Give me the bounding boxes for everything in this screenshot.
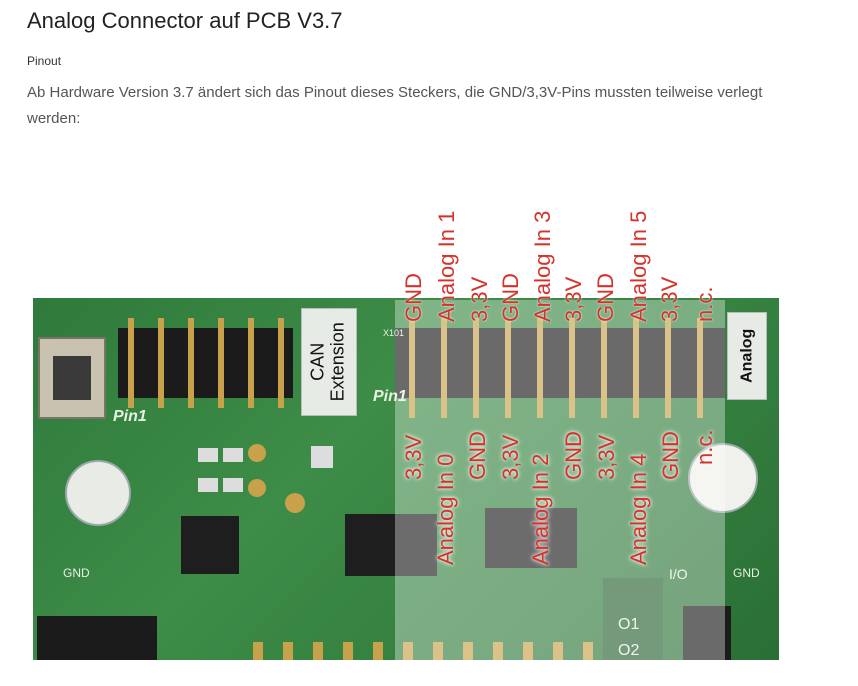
top-pin-4: GND — [498, 273, 523, 322]
bottom-pin-5: Analog In 2 — [528, 453, 553, 565]
section-label: Pinout — [27, 54, 62, 68]
pcb-photo: CAN Extension Analog Pin1 Pin1 X101 GND … — [33, 298, 779, 660]
top-pin-1: GND — [401, 273, 426, 322]
page-title: Analog Connector auf PCB V3.7 — [27, 8, 343, 33]
io-silk: I/O — [669, 566, 688, 582]
top-pin-9: 3,3V — [657, 276, 682, 322]
can-label-line2: Extension — [328, 322, 348, 402]
description-paragraph: Ab Hardware Version 3.7 ändert sich das … — [27, 84, 763, 127]
analog-label-text: Analog — [738, 328, 756, 384]
top-pin-8: Analog In 5 — [626, 210, 651, 322]
top-pin-7: GND — [593, 273, 618, 322]
o2-silk: O2 — [618, 642, 640, 659]
can-label-line1: CAN — [308, 343, 329, 382]
gnd-left-silk: GND — [63, 566, 90, 580]
bottom-pin-7: 3,3V — [594, 434, 619, 480]
bottom-pin-8: Analog In 4 — [626, 453, 651, 565]
bottom-pin-3: GND — [465, 431, 490, 480]
pin1-right-silk: Pin1 — [373, 388, 407, 405]
top-pin-3: 3,3V — [467, 276, 492, 322]
gnd-right-silk: GND — [733, 566, 760, 580]
pcb-illustration — [37, 318, 758, 660]
bottom-pin-4: 3,3V — [498, 434, 523, 480]
top-pin-10: n.c. — [692, 286, 717, 322]
bottom-pin-6: GND — [561, 431, 586, 480]
bottom-pin-10: n.c. — [692, 429, 717, 465]
pin-overlay-panel — [395, 300, 725, 662]
header-ref-silk: X101 — [383, 328, 405, 338]
top-pin-2: Analog In 1 — [434, 210, 459, 322]
top-pin-6: 3,3V — [561, 276, 586, 322]
bottom-pin-9: GND — [658, 431, 683, 480]
bottom-pin-2: Analog In 0 — [433, 453, 458, 565]
bottom-pin-1: 3,3V — [401, 434, 426, 480]
pin1-left-silk: Pin1 — [113, 408, 147, 425]
analog-connector-label: Analog — [727, 312, 767, 400]
top-pin-5: Analog In 3 — [530, 210, 555, 322]
can-extension-label: CAN Extension — [301, 308, 357, 416]
o1-silk: O1 — [618, 616, 640, 633]
